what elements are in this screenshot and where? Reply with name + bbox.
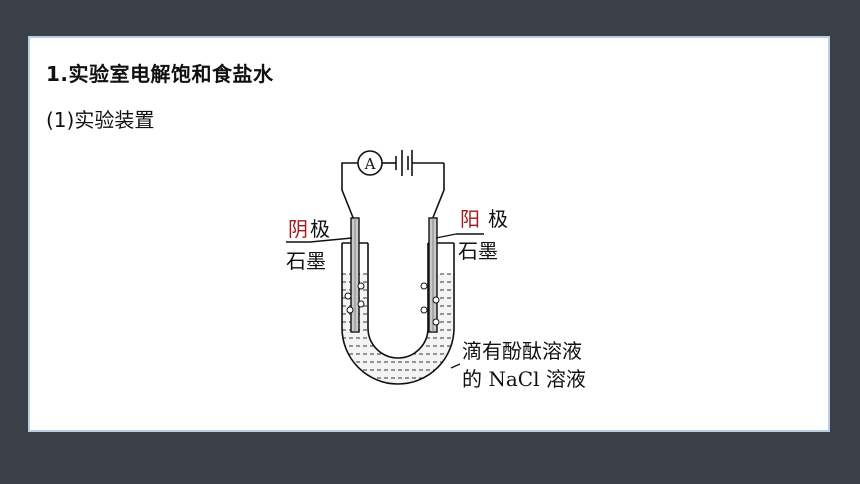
battery-icon: [395, 150, 413, 176]
solution-label-line2: 的 NaCl 溶液: [462, 367, 586, 391]
svg-text:A: A: [364, 155, 376, 173]
label-leader-lines: [286, 233, 484, 369]
circuit-wire: [341, 162, 445, 221]
cathode-label-char: 极: [310, 217, 330, 241]
solution-label-line1: 滴有酚酞溶液: [462, 339, 582, 363]
gas-bubbles-anode: [420, 282, 440, 326]
section-heading: 1.实验室电解饱和食盐水: [46, 62, 274, 86]
u-tube: [341, 243, 455, 385]
slide: 1.实验室电解饱和食盐水 (1)实验装置 A: [28, 36, 830, 432]
anode-label-red: 阳: [460, 207, 480, 231]
anode-electrode: [428, 217, 438, 333]
cathode-label-red: 阴: [288, 217, 308, 241]
anode-label-char: 极: [488, 207, 508, 231]
electrolysis-apparatus-diagram: A: [286, 150, 586, 391]
anode-material-label: 石墨: [458, 239, 498, 263]
subsection-heading: (1)实验装置: [46, 108, 155, 132]
ammeter-icon: A: [357, 150, 383, 176]
cathode-electrode: [350, 217, 360, 333]
gas-bubbles-cathode: [344, 282, 365, 314]
cathode-material-label: 石墨: [286, 249, 326, 273]
